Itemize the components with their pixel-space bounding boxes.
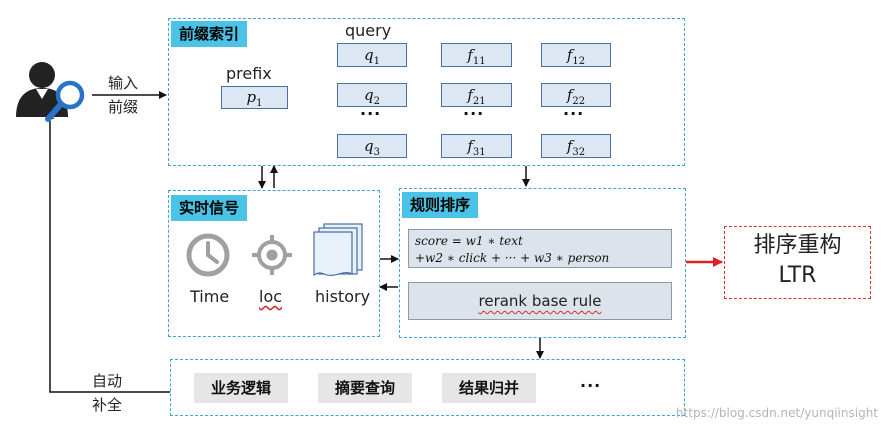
feature-node-f21: f21 (441, 83, 512, 107)
query-node-q1: q1 (337, 43, 407, 67)
prefix-node-p1: p1 (221, 86, 288, 109)
feature-node-f11: f11 (441, 43, 512, 67)
prefix-index-tag: 前缀索引 (171, 21, 248, 47)
user-input-label-2: 前缀 (108, 98, 139, 116)
feature-node-sub: 31 (472, 147, 486, 158)
feature-ellipsis-1: ··· (463, 104, 485, 123)
feature-node-var: f (566, 86, 573, 104)
loc-label: loc (259, 287, 283, 306)
summary-query-chip: 摘要查询 (318, 373, 412, 403)
feature-node-sub: 32 (572, 147, 586, 158)
query-node-q3: q3 (337, 134, 407, 158)
business-logic-chip: 业务逻辑 (194, 373, 288, 403)
score-formula-line-2: +w2 ∗ click + ··· + w3 ∗ person (415, 251, 610, 265)
time-label: Time (190, 287, 230, 306)
prefix-node-sub: 1 (256, 98, 263, 109)
user-search-icon (16, 62, 85, 122)
prefix-node-var: p (246, 88, 257, 106)
watermark: https://blog.csdn.net/yunqiinsight (675, 406, 878, 420)
feature-node-f31: f31 (441, 134, 512, 158)
feature-node-sub: 11 (472, 56, 486, 67)
result-merge-chip: 结果归并 (442, 373, 536, 403)
auto-complete-label-2: 补全 (92, 396, 123, 414)
feature-node-sub: 12 (572, 56, 586, 67)
bottom-ellipsis: ··· (580, 376, 602, 395)
feature-node-sub: 22 (572, 96, 586, 107)
realtime-signal-tag: 实时信号 (171, 195, 248, 221)
history-label: history (315, 287, 371, 306)
query-node-var: q (364, 46, 374, 64)
score-formula: score = w1 ∗ text +w2 ∗ click + ··· + w3… (408, 229, 672, 268)
history-documents-icon (313, 223, 363, 277)
query-node-q2: q2 (337, 83, 407, 107)
query-ellipsis: ··· (360, 104, 382, 123)
query-node-sub: 2 (373, 96, 380, 107)
query-node-var: q (364, 137, 374, 155)
query-node-var: q (364, 86, 374, 104)
score-formula-line-1: score = w1 ∗ text (415, 234, 523, 248)
query-label: query (345, 21, 392, 40)
rerank-base-rule-label: rerank base rule (478, 292, 602, 310)
feature-node-f22: f22 (541, 83, 611, 107)
feature-node-sub: 21 (472, 96, 486, 107)
feature-node-var: f (467, 137, 473, 155)
rerank-ltr-title: 排序重构 (753, 233, 842, 258)
user-input-label-1: 输入 (108, 74, 139, 92)
clock-icon (186, 233, 230, 277)
feature-node-var: f (566, 46, 573, 64)
location-target-icon (252, 235, 292, 275)
query-node-sub: 3 (373, 147, 380, 158)
rule-sort-tag: 规则排序 (402, 192, 479, 218)
feature-node-f32: f32 (541, 134, 611, 158)
rerank-ltr-box: 排序重构 LTR (724, 226, 871, 299)
feature-node-var: f (467, 46, 473, 64)
prefix-label: prefix (226, 64, 272, 83)
arrow-bottom-to-user (46, 111, 170, 393)
rerank-base-rule-box: rerank base rule (408, 282, 672, 320)
feature-node-var: f (566, 137, 573, 155)
rerank-ltr-subtitle: LTR (778, 263, 817, 288)
feature-node-f12: f12 (541, 43, 611, 67)
feature-node-var: f (467, 86, 473, 104)
auto-complete-label-1: 自动 (92, 372, 123, 390)
feature-ellipsis-2: ··· (563, 104, 585, 123)
query-node-sub: 1 (373, 56, 380, 67)
